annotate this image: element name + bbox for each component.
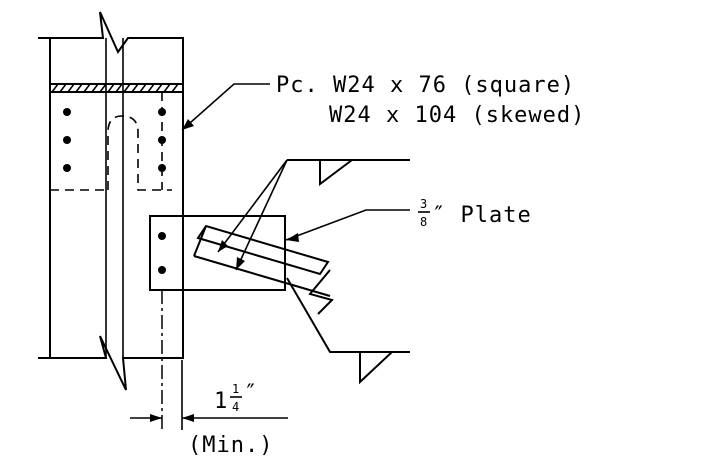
bolt	[158, 266, 166, 274]
bolt	[158, 164, 166, 172]
dimension-min-note: (Min.)	[188, 433, 273, 458]
plate-bolts	[158, 232, 166, 274]
bolt	[158, 232, 166, 240]
lower-beam	[286, 277, 410, 385]
hatched-plate-band	[50, 83, 183, 93]
bolt	[63, 136, 71, 144]
gusset-plate	[149, 215, 286, 291]
column-left-flange-outer	[38, 37, 51, 359]
plate-label: 3 8 ″ Plate	[418, 197, 532, 229]
dimension-whole: 1	[214, 389, 228, 414]
top-break-line	[50, 11, 170, 54]
upper-bolts-right	[158, 108, 166, 172]
dimension-numerator: 1	[232, 382, 239, 396]
bolt	[63, 164, 71, 172]
leaders	[181, 83, 410, 271]
upper-beam-break	[319, 159, 353, 186]
upper-beam	[287, 159, 410, 186]
dimension-denominator: 4	[232, 400, 239, 414]
bolt	[158, 136, 166, 144]
beam-break-line	[308, 269, 334, 315]
plate-fraction-denominator: 8	[420, 215, 427, 229]
upper-bolts-left	[63, 108, 71, 172]
bolt	[63, 108, 71, 116]
dimension-label: 1 1 4 ″ (Min.)	[188, 381, 273, 458]
min-edge-dimension	[130, 414, 288, 422]
dimension-inch-mark: ″	[244, 381, 258, 406]
member-label-line1: Pc. W24 x 76 (square)	[276, 73, 575, 98]
skewed-beam	[193, 224, 334, 315]
bottom-break-line	[50, 335, 170, 391]
bolt	[158, 108, 166, 116]
member-label-line2: W24 x 104 (skewed)	[329, 103, 585, 128]
plate-label-text: ″ Plate	[432, 203, 532, 228]
column-right-flange	[170, 37, 184, 359]
lower-beam-break	[359, 351, 393, 385]
plate-fraction-numerator: 3	[420, 197, 427, 211]
